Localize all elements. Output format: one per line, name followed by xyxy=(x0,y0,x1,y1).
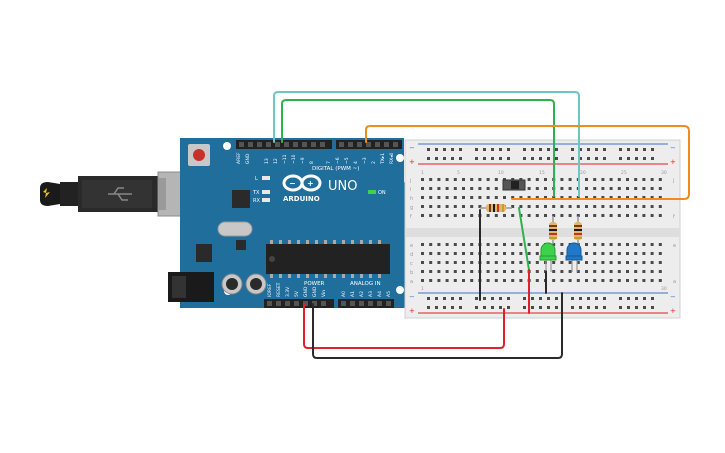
row-a: a xyxy=(410,279,413,285)
pin-3v3: 3.3V xyxy=(285,286,291,297)
col-30-bottom: 30 xyxy=(661,286,667,292)
led-rx xyxy=(262,198,270,202)
pin-8: 8 xyxy=(309,161,315,164)
row-j-right: j xyxy=(672,178,674,184)
arduino-model: UNO xyxy=(328,179,357,194)
pin-10: ~10 xyxy=(291,154,297,164)
rail-plus-bottom-left: + xyxy=(409,307,415,315)
on-label: ON xyxy=(378,190,386,196)
col-1-bottom: 1 xyxy=(421,286,424,292)
row-e: e xyxy=(410,243,413,249)
row-b: b xyxy=(410,270,413,276)
col-20: 20 xyxy=(580,170,586,176)
row-f: f xyxy=(410,214,412,220)
row-h: h xyxy=(410,196,413,202)
pin-gnd-2: GND xyxy=(312,286,318,297)
pin-a5: A5 xyxy=(386,291,392,297)
row-e-right: e xyxy=(673,243,676,249)
resistor-green-led xyxy=(549,216,557,244)
row-j: j xyxy=(409,178,411,184)
pin-7: 7 xyxy=(326,161,332,164)
col-1: 1 xyxy=(421,170,424,176)
led-rx-label: RX xyxy=(253,198,260,204)
wire-green-pin11[interactable] xyxy=(281,99,555,197)
pin-reset: RESET xyxy=(276,282,282,297)
col-5: 5 xyxy=(457,170,460,176)
pin-a4: A4 xyxy=(377,291,383,297)
led-l xyxy=(262,176,270,180)
row-c: c xyxy=(410,261,413,267)
pin-9: ~9 xyxy=(300,157,306,164)
breadboard[interactable]: − + − + − + − + j i h g f e d c b a j f … xyxy=(404,139,681,319)
analog-label: ANALOG IN xyxy=(350,281,381,287)
resistor-horizontal xyxy=(480,204,512,212)
pin-6: ~6 xyxy=(335,157,341,164)
pin-gnd: GND xyxy=(245,153,251,164)
pin-2: 2 xyxy=(371,161,377,164)
arduino-brand: ARDUINO xyxy=(283,195,320,203)
pin-5v: 5V xyxy=(294,290,300,297)
rail-minus-top-left: − xyxy=(409,144,415,152)
pin-13: 13 xyxy=(264,158,270,164)
arduino-infinity-logo xyxy=(282,174,322,192)
rail-minus-top-right: − xyxy=(670,144,676,152)
pin-4: 4 xyxy=(353,161,359,164)
col-15: 15 xyxy=(539,170,545,176)
wire-orange-pin2[interactable] xyxy=(365,125,690,200)
pin-a3: A3 xyxy=(368,291,374,297)
wire-cyan-pin12[interactable] xyxy=(273,91,580,197)
svg-text:−: − xyxy=(289,179,296,188)
row-i: i xyxy=(410,187,411,193)
led-green[interactable] xyxy=(539,242,557,272)
rail-minus-bottom-right: − xyxy=(670,293,676,301)
rail-plus-top-left: + xyxy=(409,158,415,166)
atmega-microcontroller xyxy=(266,244,390,274)
wire-red-5v[interactable] xyxy=(303,303,505,349)
pin-a0: A0 xyxy=(341,291,347,297)
crystal-oscillator xyxy=(217,221,253,237)
power-label: POWER xyxy=(304,281,325,287)
col-30: 30 xyxy=(661,170,667,176)
row-a-right: a xyxy=(673,279,676,285)
svg-text:+: + xyxy=(307,179,314,188)
voltage-regulator xyxy=(196,244,212,262)
led-tx-label: TX xyxy=(252,190,260,196)
wire-green-switch[interactable] xyxy=(518,207,530,271)
pin-aref: AREF xyxy=(236,152,242,164)
row-g: g xyxy=(410,205,413,211)
arduino-uno-board[interactable]: AREF GND 13 12 ~11 ~10 ~9 8 7 ~6 ~5 4 ~3… xyxy=(168,138,412,308)
pin-gnd-1: GND xyxy=(303,286,309,297)
slide-switch[interactable] xyxy=(502,179,526,191)
resistor-blue-led xyxy=(574,216,582,244)
led-tx xyxy=(262,190,270,194)
led-blue[interactable] xyxy=(565,242,583,272)
usb-controller-chip xyxy=(232,190,250,208)
pin-a1: A1 xyxy=(350,291,356,297)
digital-label: DIGITAL (PWM ~) xyxy=(312,166,359,172)
led-on xyxy=(368,190,376,194)
pin-5: ~5 xyxy=(344,157,350,164)
rail-plus-top-right: + xyxy=(670,158,676,166)
breadboard-holes xyxy=(421,148,662,309)
wire-black-gnd[interactable] xyxy=(312,292,563,359)
pin-a2: A2 xyxy=(359,291,365,297)
pin-11: ~11 xyxy=(282,154,288,164)
pin-ioref: IOREF xyxy=(267,283,273,297)
row-f-right: f xyxy=(673,214,675,220)
rail-minus-bottom-left: − xyxy=(409,293,415,301)
pin-0: RX◂0 xyxy=(389,153,395,164)
pin-12: 12 xyxy=(273,158,279,164)
rail-plus-bottom-right: + xyxy=(670,307,676,315)
capacitors xyxy=(221,273,267,295)
col-25: 25 xyxy=(621,170,627,176)
col-10: 10 xyxy=(498,170,504,176)
usb-icon xyxy=(108,187,132,201)
row-d: d xyxy=(410,252,413,258)
pin-vin: Vin xyxy=(321,290,327,297)
pin-1: TX▸1 xyxy=(380,153,386,165)
pin-3: ~3 xyxy=(362,157,368,164)
led-l-label: L xyxy=(255,176,258,182)
